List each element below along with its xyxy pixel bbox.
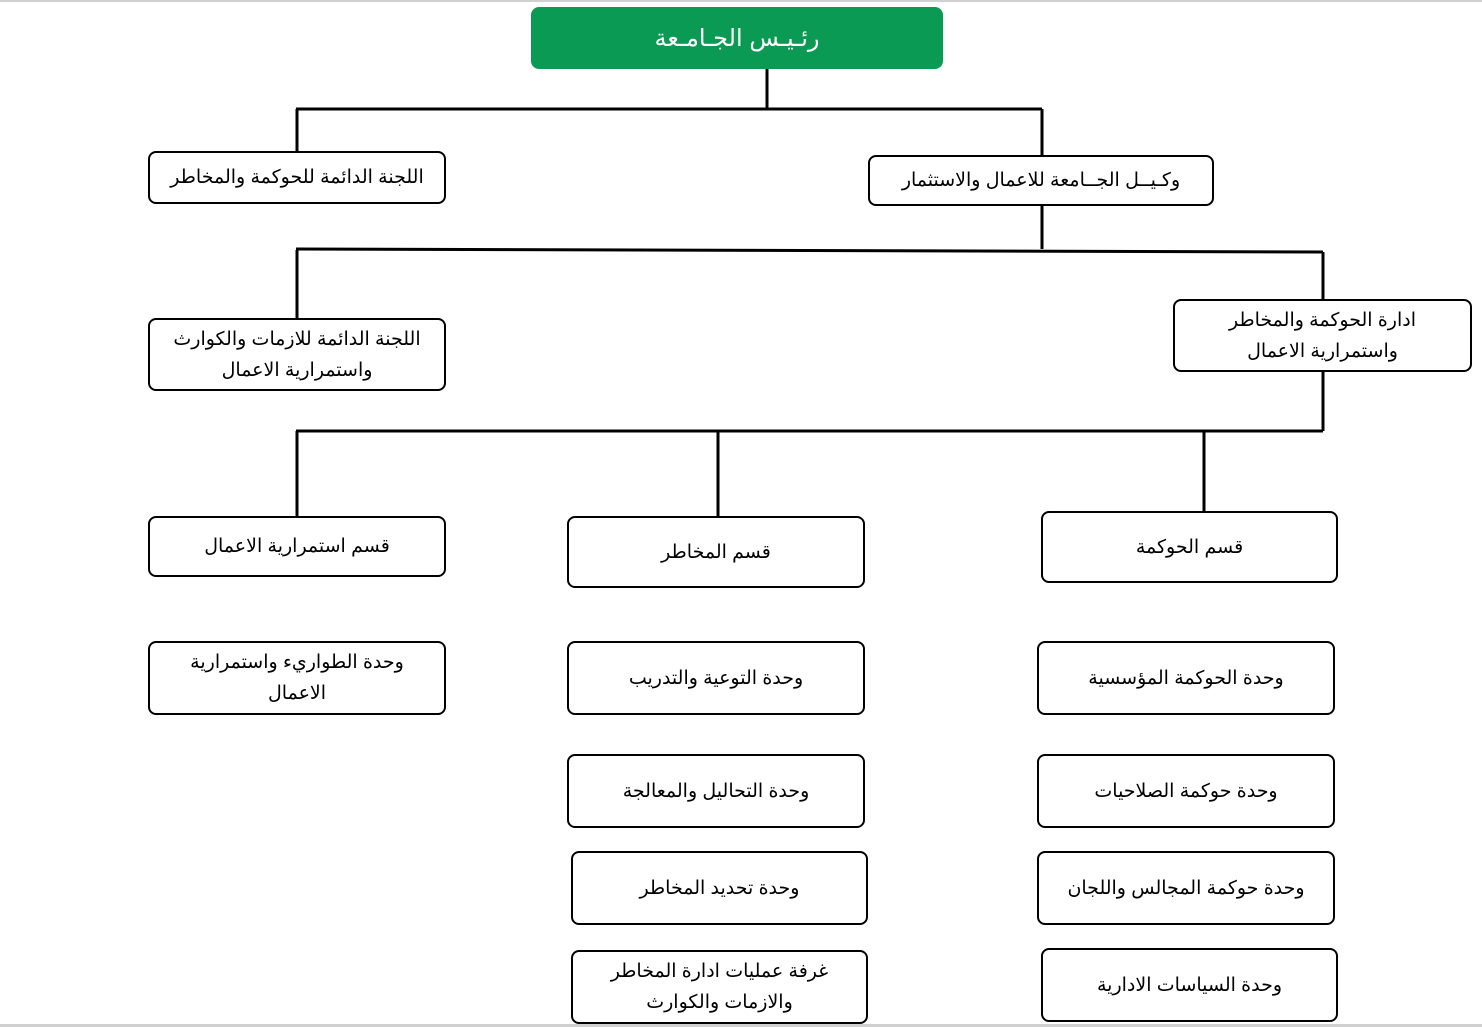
- governance-unit-label: وحدة حوكمة الصلاحيات: [1094, 780, 1278, 802]
- risk-unit-box: غرفة عمليات ادارة المخاطر والازمات والكو…: [571, 950, 868, 1024]
- governance-unit-label: وحدة السياسات الادارية: [1096, 974, 1283, 996]
- committee-governance-label: اللجنة الدائمة للحوكمة والمخاطر: [170, 167, 424, 188]
- risks-department-label: قسم المخاطر: [661, 541, 771, 563]
- governance-unit-label: وحدة حوكمة المجالس واللجان: [1067, 877, 1305, 899]
- governance-admin-label: ادارة الحوكمة والمخاطر واستمرارية الاعما…: [1229, 309, 1416, 362]
- risk-unit-label: غرفة عمليات ادارة المخاطر والازمات والكو…: [610, 961, 829, 1013]
- risk-unit-box: وحدة التحاليل والمعالجة: [567, 754, 865, 828]
- committee-crisis-box: اللجنة الدائمة للازمات والكوارث واستمرار…: [148, 318, 446, 391]
- continuity-department-box: قسم استمرارية الاعمال: [148, 516, 446, 577]
- governance-unit-label: وحدة الحوكمة المؤسسية: [1088, 667, 1284, 689]
- governance-department-box: قسم الحوكمة: [1041, 511, 1338, 583]
- governance-unit-box: وحدة السياسات الادارية: [1041, 948, 1338, 1022]
- continuity-unit-box: وحدة الطواريء واستمرارية الاعمال: [148, 641, 446, 715]
- governance-unit-box: وحدة الحوكمة المؤسسية: [1037, 641, 1335, 715]
- president-box: رئـيـس الجـامـعة: [531, 7, 943, 69]
- bottom-border: [0, 1024, 1482, 1027]
- risk-unit-label: وحدة التحاليل والمعالجة: [622, 780, 810, 802]
- governance-unit-box: وحدة حوكمة المجالس واللجان: [1037, 851, 1335, 925]
- committee-crisis-label: اللجنة الدائمة للازمات والكوارث واستمرار…: [173, 328, 421, 381]
- vice-president-label: وكـيــل الجــامعة للاعمال والاستثمار: [901, 170, 1181, 191]
- risks-department-box: قسم المخاطر: [567, 516, 865, 588]
- continuity-unit-label: وحدة الطواريء واستمرارية الاعمال: [190, 652, 404, 704]
- vice-president-box: وكـيــل الجــامعة للاعمال والاستثمار: [868, 155, 1214, 206]
- president-label: رئـيـس الجـامـعة: [654, 24, 820, 52]
- governance-department-label: قسم الحوكمة: [1135, 536, 1244, 558]
- committee-governance-box: اللجنة الدائمة للحوكمة والمخاطر: [148, 151, 446, 204]
- risk-unit-label: وحدة تحديد المخاطر: [639, 877, 800, 899]
- connector-level2-bar: [295, 247, 1324, 254]
- governance-admin-box: ادارة الحوكمة والمخاطر واستمرارية الاعما…: [1173, 299, 1472, 372]
- risk-unit-box: وحدة التوعية والتدريب: [567, 641, 865, 715]
- governance-unit-box: وحدة حوكمة الصلاحيات: [1037, 754, 1335, 828]
- continuity-department-label: قسم استمرارية الاعمال: [204, 536, 390, 557]
- risk-unit-label: وحدة التوعية والتدريب: [628, 667, 804, 689]
- top-border: [0, 0, 1482, 2]
- risk-unit-box: وحدة تحديد المخاطر: [571, 851, 868, 925]
